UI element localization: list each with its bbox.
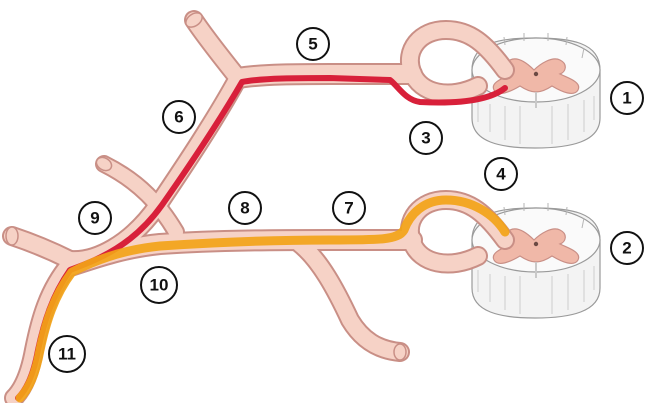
callout-9-text: 9 <box>90 209 99 228</box>
callout-8-text: 8 <box>240 199 249 218</box>
callout-1: 1 <box>611 82 643 114</box>
callout-8: 8 <box>229 192 261 224</box>
callout-5-text: 5 <box>308 35 317 54</box>
callout-3-text: 3 <box>421 129 430 148</box>
callout-11: 11 <box>49 336 85 372</box>
callout-9: 9 <box>79 202 111 234</box>
callout-10: 10 <box>141 267 177 303</box>
callout-3: 3 <box>410 122 442 154</box>
callout-4-text: 4 <box>496 165 506 184</box>
callout-7-text: 7 <box>344 199 353 218</box>
callout-1-text: 1 <box>622 89 631 108</box>
callout-10-text: 10 <box>150 276 169 295</box>
callout-5: 5 <box>297 28 329 60</box>
callout-2: 2 <box>611 232 643 264</box>
callout-2-text: 2 <box>622 239 631 258</box>
callout-6: 6 <box>163 101 195 133</box>
callout-7: 7 <box>333 192 365 224</box>
callout-11-text: 11 <box>58 345 76 364</box>
callout-4: 4 <box>485 158 517 190</box>
callout-6-text: 6 <box>174 108 183 127</box>
